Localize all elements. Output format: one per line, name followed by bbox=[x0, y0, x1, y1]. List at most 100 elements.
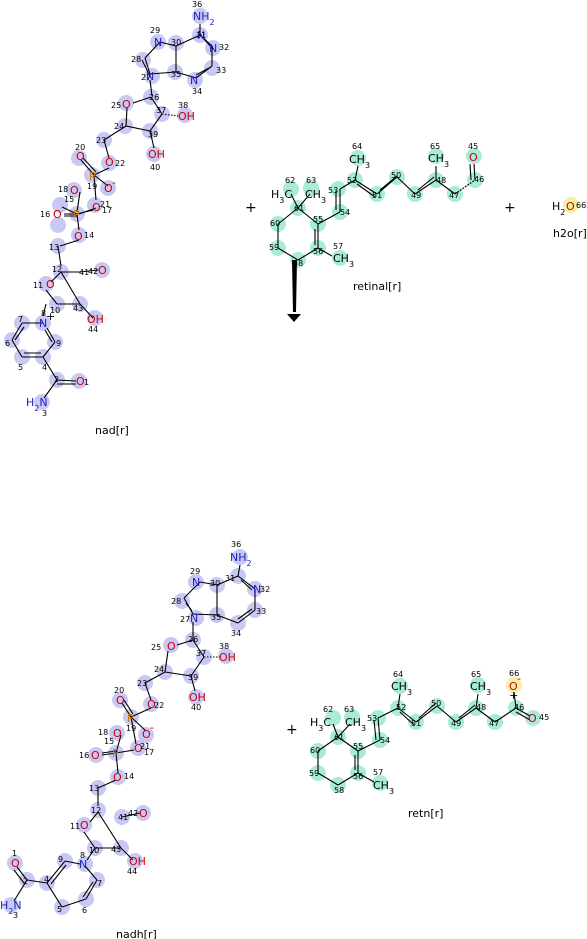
svg-text:66: 66 bbox=[509, 669, 519, 678]
svg-text:N: N bbox=[154, 36, 162, 49]
svg-text:H2N: H2N bbox=[26, 396, 48, 413]
svg-text:61: 61 bbox=[294, 204, 304, 213]
svg-text:+: + bbox=[509, 689, 518, 702]
svg-text:OH: OH bbox=[178, 110, 195, 123]
svg-text:12: 12 bbox=[91, 806, 101, 815]
svg-text:50: 50 bbox=[391, 171, 401, 180]
retinal-wedge-bond bbox=[292, 260, 297, 312]
svg-text:27: 27 bbox=[180, 615, 190, 624]
retn-o66-highlight bbox=[506, 677, 522, 693]
retinal-atom-numbers: 45 46 47 48 49 50 51 52 53 54 55 56 57 5… bbox=[269, 142, 484, 268]
svg-text:32: 32 bbox=[219, 43, 229, 52]
svg-text:5: 5 bbox=[18, 363, 23, 372]
svg-text:51: 51 bbox=[411, 719, 421, 728]
svg-text:O: O bbox=[147, 698, 156, 711]
svg-text:15: 15 bbox=[104, 737, 114, 746]
svg-text:56: 56 bbox=[313, 247, 323, 256]
svg-text:11: 11 bbox=[33, 281, 43, 290]
svg-text:23: 23 bbox=[137, 679, 147, 688]
svg-text:7: 7 bbox=[97, 879, 102, 888]
plus-operator-1: + bbox=[245, 200, 257, 216]
svg-text:+: + bbox=[46, 310, 55, 323]
svg-text:8: 8 bbox=[80, 851, 85, 860]
nad-atom-labels: NH2 N N N N N O OH OH O P O O - O O P O … bbox=[26, 10, 217, 413]
svg-text:40: 40 bbox=[191, 703, 201, 712]
svg-text:13: 13 bbox=[49, 243, 59, 252]
svg-text:41: 41 bbox=[79, 268, 89, 277]
svg-text:7: 7 bbox=[18, 315, 23, 324]
svg-text:43: 43 bbox=[111, 845, 121, 854]
svg-text:50: 50 bbox=[431, 699, 441, 708]
svg-text:13: 13 bbox=[89, 784, 99, 793]
svg-text:O: O bbox=[116, 694, 125, 707]
svg-text:35: 35 bbox=[171, 70, 181, 79]
svg-text:45: 45 bbox=[468, 142, 478, 151]
nad-name-label: nad[r] bbox=[95, 424, 129, 437]
svg-text:32: 32 bbox=[260, 585, 270, 594]
svg-text:53: 53 bbox=[328, 186, 338, 195]
svg-text:62: 62 bbox=[285, 176, 295, 185]
svg-text:20: 20 bbox=[114, 686, 124, 695]
svg-text:64: 64 bbox=[393, 670, 403, 679]
svg-text:47: 47 bbox=[449, 191, 459, 200]
svg-text:N: N bbox=[79, 858, 87, 871]
svg-text:O: O bbox=[104, 182, 113, 195]
svg-text:21: 21 bbox=[100, 200, 110, 209]
svg-text:58: 58 bbox=[334, 786, 344, 795]
svg-text:NH2: NH2 bbox=[230, 551, 252, 568]
nad-nh2-label: NH2 bbox=[193, 10, 215, 27]
svg-text:H3C: H3C bbox=[271, 188, 292, 205]
svg-text:12: 12 bbox=[52, 265, 62, 274]
svg-text:16: 16 bbox=[79, 751, 89, 760]
svg-text:55: 55 bbox=[313, 215, 323, 224]
svg-text:55: 55 bbox=[353, 742, 363, 751]
svg-text:O: O bbox=[92, 201, 101, 214]
svg-text:62: 62 bbox=[323, 705, 333, 714]
svg-text:33: 33 bbox=[216, 66, 226, 75]
svg-text:N: N bbox=[146, 70, 154, 83]
svg-text:CH3: CH3 bbox=[470, 680, 491, 697]
svg-text:CH3: CH3 bbox=[349, 153, 370, 170]
svg-text:14: 14 bbox=[124, 772, 134, 781]
svg-text:57: 57 bbox=[333, 242, 343, 251]
svg-text:6: 6 bbox=[82, 906, 87, 915]
svg-text:29: 29 bbox=[150, 26, 160, 35]
svg-text:N: N bbox=[190, 74, 198, 87]
svg-text:1: 1 bbox=[12, 849, 17, 858]
svg-text:66: 66 bbox=[576, 201, 586, 210]
svg-text:O: O bbox=[70, 184, 79, 197]
svg-text:37: 37 bbox=[156, 106, 166, 115]
svg-text:CH3: CH3 bbox=[305, 188, 326, 205]
svg-text:59: 59 bbox=[269, 243, 279, 252]
svg-text:O: O bbox=[74, 230, 83, 243]
svg-text:18: 18 bbox=[98, 728, 108, 737]
svg-text:56: 56 bbox=[353, 772, 363, 781]
svg-text:17: 17 bbox=[102, 206, 112, 215]
nadh-highlights bbox=[3, 549, 263, 915]
plus-operator-3: + bbox=[286, 722, 298, 738]
retinal-atom-labels: H3C CH3 CH3 CH3 CH3 O bbox=[271, 151, 478, 269]
svg-text:O: O bbox=[98, 264, 107, 277]
svg-text:OH: OH bbox=[148, 148, 165, 161]
svg-text:60: 60 bbox=[270, 219, 280, 228]
svg-text:33: 33 bbox=[256, 607, 266, 616]
svg-text:CH3: CH3 bbox=[428, 152, 449, 169]
svg-text:59: 59 bbox=[309, 769, 319, 778]
svg-text:OH: OH bbox=[219, 651, 236, 664]
svg-text:9: 9 bbox=[58, 855, 63, 864]
svg-text:21: 21 bbox=[140, 742, 150, 751]
svg-text:H3C: H3C bbox=[310, 716, 331, 733]
svg-text:24: 24 bbox=[114, 122, 124, 131]
svg-text:40: 40 bbox=[150, 163, 160, 172]
svg-text:O: O bbox=[469, 151, 478, 164]
svg-text:O: O bbox=[566, 200, 575, 213]
retn-bonds bbox=[317, 691, 531, 786]
svg-text:63: 63 bbox=[306, 176, 316, 185]
svg-text:52: 52 bbox=[396, 703, 406, 712]
svg-text:23: 23 bbox=[96, 136, 106, 145]
svg-text:36: 36 bbox=[231, 540, 241, 549]
svg-text:N: N bbox=[209, 42, 217, 55]
svg-text:O: O bbox=[167, 640, 176, 653]
svg-text:46: 46 bbox=[474, 175, 484, 184]
svg-text:39: 39 bbox=[148, 130, 158, 139]
